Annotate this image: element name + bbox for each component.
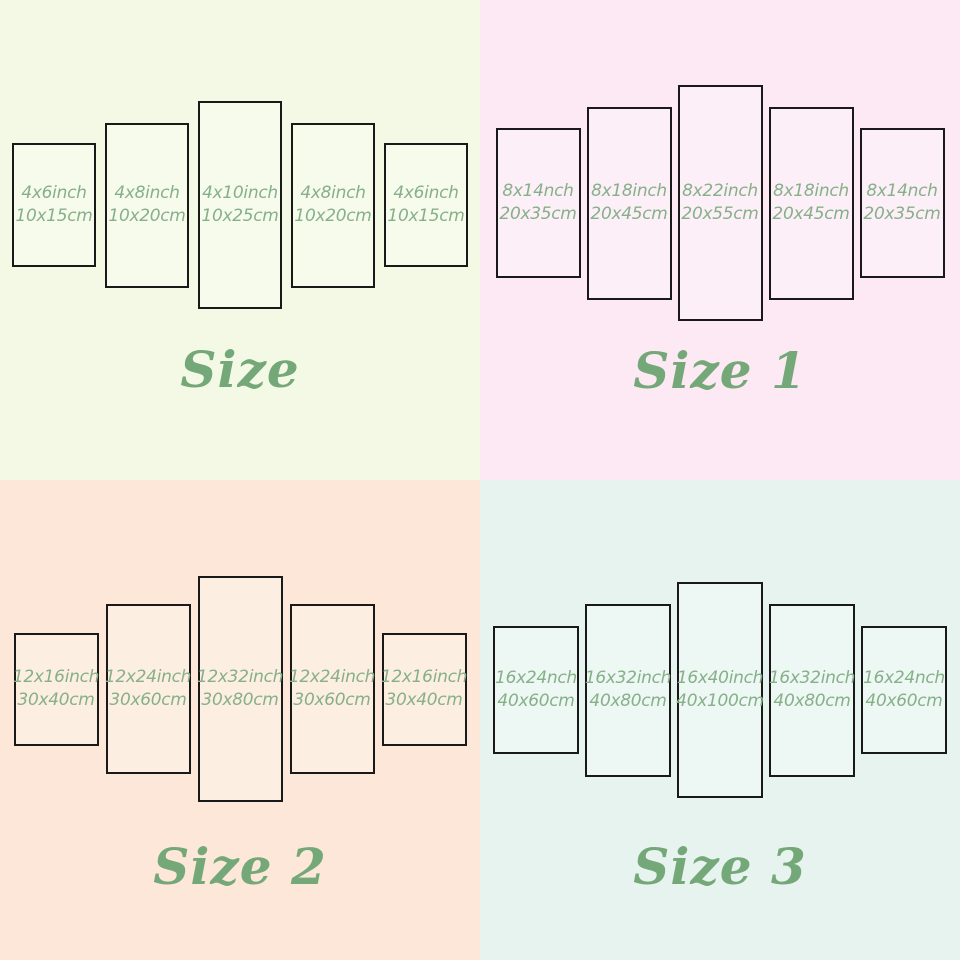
quadrant-size-1: 8x14nch 20x35cm 8x18inch 20x45cm 8x22inc…: [480, 0, 960, 480]
canvas-panel-right-mid: 16x32inch 40x80cm: [768, 603, 856, 777]
size-inches: 4x8inch: [114, 183, 180, 203]
canvas-panel-left-outer: 8x14nch 20x35cm: [495, 128, 581, 278]
size-inches: 16x32inch: [768, 668, 856, 688]
quadrant-size-3: 16x24nch 40x60cm 16x32inch 40x80cm 16x40…: [480, 480, 960, 960]
quadrant-size: 4x6inch 10x15cm 4x8inch 10x20cm 4x10inch…: [0, 0, 480, 480]
panel-size-text: 12x24inch 30x60cm: [288, 666, 376, 712]
panel-size-text: 8x14nch 20x35cm: [499, 180, 576, 226]
panel-size-text: 16x32inch 40x80cm: [584, 667, 672, 713]
canvas-panel-right-mid: 4x8inch 10x20cm: [291, 122, 375, 288]
canvas-panel-center: 12x32inch 30x80cm: [196, 576, 284, 802]
panel-size-text: 12x16inch 30x40cm: [380, 666, 468, 712]
size-inches: 8x22inch: [682, 181, 758, 201]
size-inches: 16x40inch: [676, 668, 764, 688]
size-cm: 40x80cm: [589, 691, 667, 711]
canvas-panel-right-outer: 4x6inch 10x15cm: [384, 143, 468, 267]
canvas-panel-center: 4x10inch 10x25cm: [198, 101, 282, 309]
size-inches: 12x24inch: [104, 667, 192, 687]
panel-size-text: 8x14nch 20x35cm: [863, 180, 940, 226]
size-inches: 16x24nch: [495, 668, 577, 688]
size-cm: 30x40cm: [17, 690, 95, 710]
panel-size-text: 8x18inch 20x45cm: [590, 180, 667, 226]
panel-size-text: 8x22inch 20x55cm: [681, 180, 758, 226]
quadrant-size-2: 12x16inch 30x40cm 12x24inch 30x60cm 12x3…: [0, 480, 480, 960]
panel-size-text: 4x10inch 10x25cm: [201, 182, 278, 228]
size-cm: 30x60cm: [109, 690, 187, 710]
canvas-panel-center: 8x22inch 20x55cm: [677, 85, 763, 321]
size-cm: 30x40cm: [385, 690, 463, 710]
size-cm: 40x100cm: [676, 691, 764, 711]
size-cm: 20x45cm: [772, 204, 850, 224]
panel-row: 16x24nch 40x60cm 16x32inch 40x80cm 16x40…: [480, 582, 960, 798]
size-cm: 20x35cm: [499, 204, 577, 224]
canvas-panel-left-mid: 12x24inch 30x60cm: [104, 604, 192, 774]
size-cm: 30x60cm: [293, 690, 371, 710]
size-inches: 12x16inch: [380, 667, 468, 687]
size-inches: 4x6inch: [393, 183, 459, 203]
canvas-panel-right-outer: 12x16inch 30x40cm: [380, 632, 468, 746]
canvas-panel-right-mid: 8x18inch 20x45cm: [768, 106, 854, 300]
size-inches: 8x14nch: [866, 181, 938, 201]
size-cm: 10x20cm: [108, 206, 186, 226]
panel-row: 12x16inch 30x40cm 12x24inch 30x60cm 12x3…: [0, 576, 480, 802]
size-inches: 8x18inch: [773, 181, 849, 201]
size-cm: 30x80cm: [201, 690, 279, 710]
size-inches: 8x14nch: [502, 181, 574, 201]
size-cm: 10x15cm: [387, 206, 465, 226]
size-inches: 12x24inch: [288, 667, 376, 687]
canvas-panel-left-mid: 8x18inch 20x45cm: [586, 106, 672, 300]
panel-size-text: 16x40inch 40x100cm: [676, 667, 764, 713]
size-inches: 4x8inch: [300, 183, 366, 203]
size-cm: 20x35cm: [863, 204, 941, 224]
size-group-label: Size 1: [633, 341, 807, 400]
size-inches: 12x32inch: [196, 667, 284, 687]
size-inches: 4x10inch: [202, 183, 278, 203]
size-group-label: Size: [180, 340, 300, 399]
panel-row: 8x14nch 20x35cm 8x18inch 20x45cm 8x22inc…: [480, 85, 960, 321]
panel-size-text: 16x24nch 40x60cm: [495, 667, 577, 713]
size-inches: 12x16inch: [12, 667, 100, 687]
size-cm: 40x80cm: [773, 691, 851, 711]
panel-size-text: 12x32inch 30x80cm: [196, 666, 284, 712]
panel-size-text: 4x8inch 10x20cm: [294, 182, 371, 228]
panel-size-text: 8x18inch 20x45cm: [772, 180, 849, 226]
canvas-panel-right-outer: 16x24nch 40x60cm: [861, 626, 947, 754]
panel-size-text: 4x8inch 10x20cm: [108, 182, 185, 228]
canvas-panel-right-outer: 8x14nch 20x35cm: [859, 128, 945, 278]
size-cm: 40x60cm: [865, 691, 943, 711]
canvas-panel-center: 16x40inch 40x100cm: [676, 582, 764, 798]
size-cm: 40x60cm: [497, 691, 575, 711]
panel-size-text: 16x24nch 40x60cm: [863, 667, 945, 713]
size-cm: 20x55cm: [681, 204, 759, 224]
size-inches: 16x32inch: [584, 668, 672, 688]
panel-size-text: 12x16inch 30x40cm: [12, 666, 100, 712]
panel-size-text: 4x6inch 10x15cm: [387, 182, 464, 228]
canvas-panel-left-outer: 16x24nch 40x60cm: [493, 626, 579, 754]
canvas-panel-left-outer: 4x6inch 10x15cm: [12, 143, 96, 267]
size-group-label: Size 2: [153, 837, 327, 896]
panel-row: 4x6inch 10x15cm 4x8inch 10x20cm 4x10inch…: [0, 101, 480, 309]
canvas-panel-right-mid: 12x24inch 30x60cm: [288, 604, 376, 774]
panel-size-text: 16x32inch 40x80cm: [768, 667, 856, 713]
size-inches: 16x24nch: [863, 668, 945, 688]
size-inches: 8x18inch: [591, 181, 667, 201]
size-group-label: Size 3: [633, 837, 807, 896]
size-cm: 20x45cm: [590, 204, 668, 224]
size-cm: 10x20cm: [294, 206, 372, 226]
panel-size-text: 4x6inch 10x15cm: [15, 182, 92, 228]
canvas-panel-left-mid: 4x8inch 10x20cm: [105, 122, 189, 288]
size-inches: 4x6inch: [21, 183, 87, 203]
canvas-panel-left-mid: 16x32inch 40x80cm: [584, 603, 672, 777]
size-cm: 10x15cm: [15, 206, 93, 226]
canvas-panel-left-outer: 12x16inch 30x40cm: [12, 632, 100, 746]
panel-size-text: 12x24inch 30x60cm: [104, 666, 192, 712]
size-cm: 10x25cm: [201, 206, 279, 226]
